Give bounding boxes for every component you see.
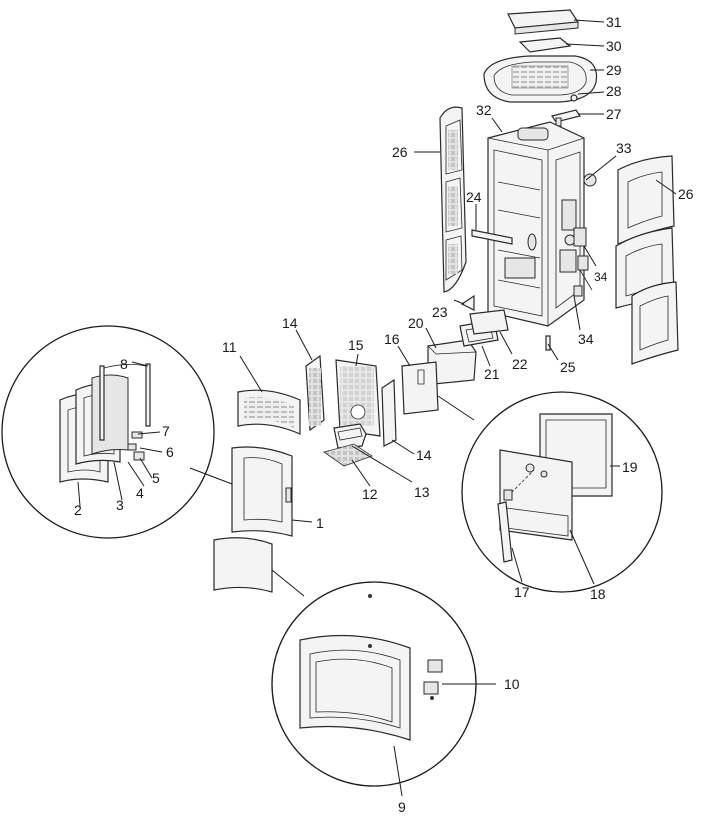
lower-panel-detail-parts — [299, 594, 443, 741]
rail-24 — [471, 229, 513, 245]
label-15: 15 — [348, 337, 364, 353]
label-26-left: 26 — [392, 144, 408, 160]
label-23: 23 — [432, 304, 448, 320]
part-23 — [460, 294, 475, 311]
label-28: 28 — [606, 83, 622, 99]
label-17: 17 — [514, 584, 530, 600]
top-cover-29 — [483, 55, 598, 103]
label-4: 4 — [136, 485, 144, 501]
side-panel-14-left — [305, 354, 325, 432]
label-2: 2 — [74, 502, 82, 518]
bracket-27 — [551, 109, 581, 127]
label-1: 1 — [316, 515, 324, 531]
label-8: 8 — [120, 356, 128, 372]
motor-assembly-33-34 — [573, 173, 597, 291]
label-7: 7 — [162, 423, 170, 439]
label-34-upper: 34 — [594, 270, 608, 284]
back-panel-15 — [335, 359, 381, 437]
label-21: 21 — [484, 366, 500, 382]
label-31: 31 — [606, 14, 622, 30]
pin-25 — [545, 335, 551, 351]
side-panel-14-right — [381, 378, 397, 447]
label-16: 16 — [384, 331, 400, 347]
door-detail-parts — [59, 363, 151, 483]
label-6: 6 — [166, 444, 174, 460]
top-plate-30 — [518, 37, 572, 53]
leader-lines — [77, 19, 677, 797]
top-lid-31 — [507, 9, 580, 35]
label-18: 18 — [590, 586, 606, 602]
grate-12 — [323, 443, 373, 467]
label-22: 22 — [512, 356, 528, 372]
label-33: 33 — [616, 140, 632, 156]
side-panel-26-right — [615, 155, 679, 365]
label-34-lower: 34 — [578, 331, 594, 347]
label-25: 25 — [560, 359, 576, 375]
label-30: 30 — [606, 38, 622, 54]
inner-door-16 — [401, 361, 439, 415]
label-20: 20 — [408, 315, 424, 331]
label-29: 29 — [606, 62, 622, 78]
label-13: 13 — [414, 484, 430, 500]
label-5: 5 — [152, 470, 160, 486]
front-door-1 — [231, 446, 293, 537]
label-32: 32 — [476, 102, 492, 118]
small-part-28 — [570, 94, 578, 102]
lower-panel-9 — [213, 537, 273, 593]
label-9: 9 — [398, 799, 406, 815]
label-26-right: 26 — [678, 186, 694, 202]
plate-22 — [469, 309, 509, 335]
label-24: 24 — [466, 189, 482, 205]
label-14-lower: 14 — [416, 447, 432, 463]
front-grille-11 — [237, 389, 301, 435]
label-10: 10 — [504, 676, 520, 692]
side-panel-26-left — [439, 106, 467, 293]
part-labels: 31 30 29 28 27 32 26 33 26 24 34 23 34 1… — [74, 14, 694, 815]
label-12: 12 — [362, 486, 378, 502]
label-11: 11 — [222, 339, 237, 355]
label-3: 3 — [116, 497, 124, 513]
label-19: 19 — [622, 459, 638, 475]
burn-pot-13 — [333, 423, 367, 449]
stove-frame-body — [487, 121, 585, 327]
label-14-upper: 14 — [282, 315, 298, 331]
inner-door-detail-parts — [497, 413, 613, 563]
label-27: 27 — [606, 106, 622, 122]
